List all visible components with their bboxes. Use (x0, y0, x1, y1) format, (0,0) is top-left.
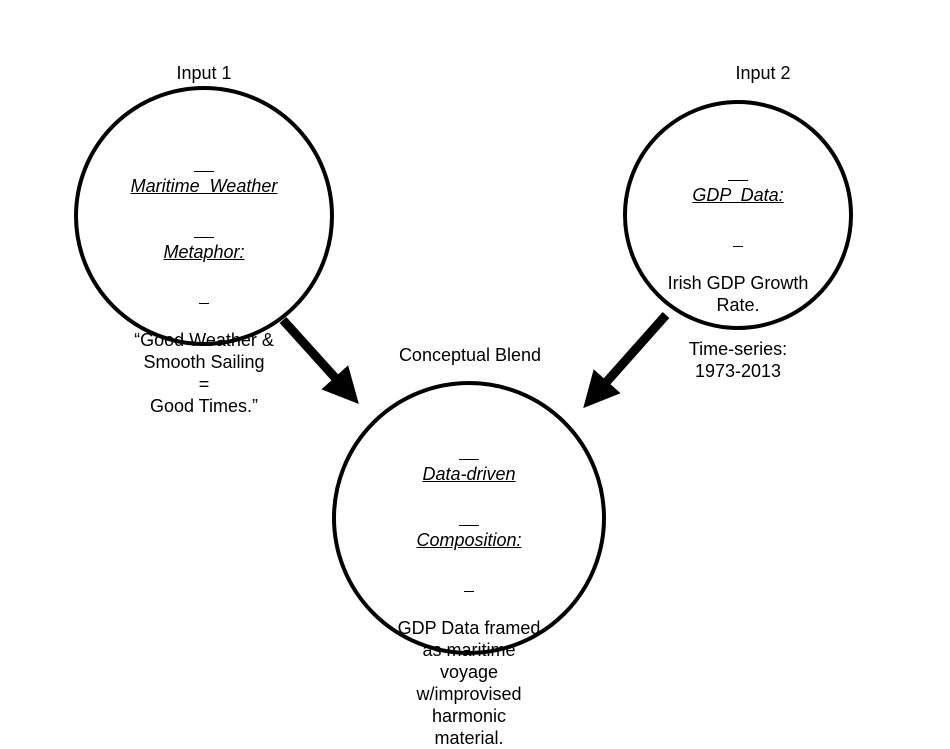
input2-title: GDP Data: (638, 140, 838, 250)
input2-body-line: Time-series: (688, 339, 788, 359)
blend-body-line: voyage (439, 662, 499, 682)
input2-body-line: Irish GDP Growth (667, 273, 809, 293)
arrow-input2-to-blend (583, 312, 670, 409)
input2-title-line: GDP Data: (692, 185, 784, 205)
arrow-input1-to-blend (279, 316, 359, 405)
blend-title-line: Composition: (416, 530, 522, 550)
input1-title-line: Maritime Weather (130, 176, 278, 196)
input1-body-line: “Good Weather & (134, 330, 274, 350)
blend-body: GDP Data framed as maritime voyage w/imp… (369, 617, 569, 749)
input1-label: Input 1 (176, 63, 232, 83)
input2-body-2: Time-series: 1973-2013 (638, 338, 838, 382)
blend-body-line: as maritime (422, 640, 516, 660)
input1-circle (74, 86, 334, 346)
blend-body-line: harmonic (431, 706, 507, 726)
input1-title: Maritime Weather Metaphor: (84, 131, 324, 307)
input2-body-line: Rate. (716, 295, 760, 315)
input2-body: Irish GDP Growth Rate. (638, 272, 838, 316)
input1-title-line: Metaphor: (163, 242, 245, 262)
input2-circle (623, 100, 853, 330)
blend-body-line: w/improvised (416, 684, 522, 704)
blend-content: Data-driven Composition: GDP Data framed… (369, 419, 569, 749)
blend-circle (332, 381, 606, 655)
input1-body: “Good Weather & Smooth Sailing = Good Ti… (84, 329, 324, 417)
input2-label: Input 2 (735, 63, 791, 83)
input1-body-line: Smooth Sailing (143, 352, 265, 372)
blend-title-line: Data-driven (422, 464, 516, 484)
blend-body-line: GDP Data framed (397, 618, 541, 638)
input2-body-line: 1973-2013 (694, 361, 782, 381)
diagram-canvas (74, 86, 853, 655)
blend-label: Conceptual Blend (398, 345, 542, 365)
input1-body-line: Good Times.” (149, 396, 259, 416)
input1-body-line: = (198, 374, 210, 394)
blend-body-line: material. (434, 728, 504, 748)
blend-title: Data-driven Composition: (369, 419, 569, 595)
input2-content: GDP Data: Irish GDP Growth Rate. Time-se… (638, 140, 838, 382)
input1-content: Maritime Weather Metaphor: “Good Weather… (84, 131, 324, 417)
